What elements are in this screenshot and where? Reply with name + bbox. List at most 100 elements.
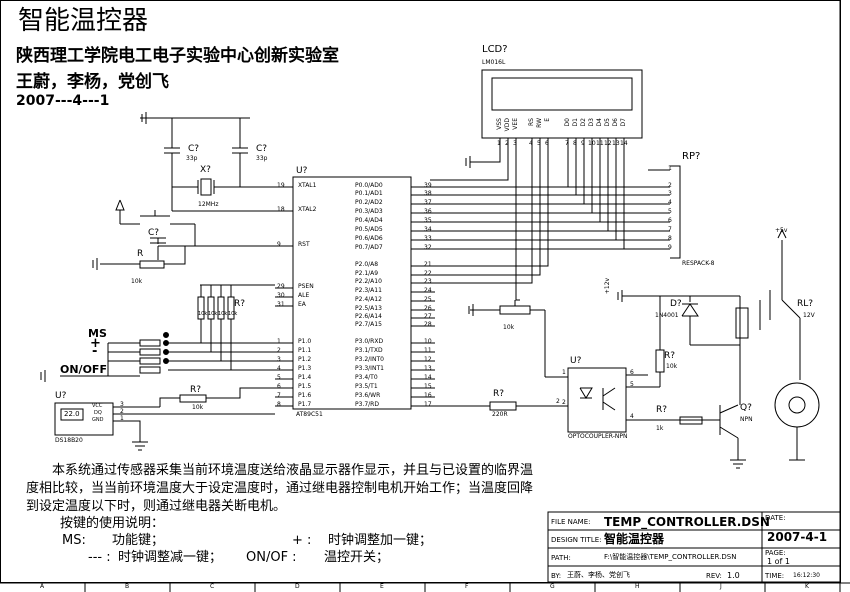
mcu-pin-name: P2.7/A15 xyxy=(355,321,382,328)
rr-value: 10k xyxy=(208,311,218,317)
cap2-value: 33p xyxy=(256,155,268,162)
mcu-pin-num: 35 xyxy=(424,217,432,224)
tb-path: F:\智能温控器\TEMP_CONTROLLER.DSN xyxy=(604,553,737,561)
mcu-pin-name: P2.5/A13 xyxy=(355,305,382,312)
contrast-potentiometer xyxy=(468,300,546,377)
lcd-pin-num: 2 xyxy=(505,140,509,147)
opto-pin-num: 2 xyxy=(562,399,566,406)
tb-rev: 1.0 xyxy=(727,571,740,580)
mcu-pin-num: 26 xyxy=(424,305,432,312)
mcu-pin-name: P1.7 xyxy=(298,401,312,408)
r-bias-value: 10k xyxy=(666,363,678,370)
mcu-pin-name: P3.5/T1 xyxy=(355,383,378,390)
tb-page: 1 of 1 xyxy=(767,557,790,566)
tb-by-label: BY: xyxy=(551,572,562,580)
mcu-pin-name: P0.2/AD2 xyxy=(355,199,383,206)
push-buttons xyxy=(40,339,275,382)
mcu-pin-name: P1.1 xyxy=(298,347,312,354)
rp-pin-num: 3 xyxy=(668,190,672,197)
rp-pin-num: 2 xyxy=(668,182,672,189)
mcu-pin-num: 30 xyxy=(277,292,285,299)
column-letter: G xyxy=(550,583,555,590)
description-line-1: 本系统通过传感器采集当前环境温度送给液晶显示器作显示，并且与已设置的临界温 xyxy=(52,463,534,478)
xtal-value: 12MHz xyxy=(198,201,219,208)
lcd-pin-d6: D6 xyxy=(612,118,619,127)
lcd-pin-num: 3 xyxy=(513,140,517,147)
r-opto-ref: R? xyxy=(493,389,505,399)
column-ticks xyxy=(84,583,766,592)
rp-pin-num: 5 xyxy=(668,208,672,215)
tb-filename-label: FILE NAME: xyxy=(551,518,591,526)
mcu-pin-name: XTAL1 xyxy=(298,182,317,189)
oscillator-circuit xyxy=(140,112,275,212)
mcu-pin-name: ALE xyxy=(298,292,310,299)
lcd-pin-vss: VSS xyxy=(496,118,503,130)
reset-circuit xyxy=(92,199,275,270)
button-label-ms: MS xyxy=(88,327,107,340)
lcd-pin-num: 9 xyxy=(581,140,585,147)
mcu-pin-name: P1.3 xyxy=(298,365,312,372)
mcu-pin-num: 28 xyxy=(424,321,432,328)
rp-pin-num: 1 xyxy=(668,165,672,172)
opto-ref: U? xyxy=(570,356,582,366)
resistor-pack xyxy=(648,165,681,259)
opto-drive xyxy=(435,376,568,411)
mcu-pin-num: 7 xyxy=(277,392,281,399)
cap2-ref: C? xyxy=(256,144,268,154)
lcd-pin-num: 11 xyxy=(596,140,604,147)
mcu-pin-name: RST xyxy=(298,241,310,248)
mcu-pin-name: P3.7/RD xyxy=(355,401,379,408)
opto-value: OPTOCOUPLER-NPN xyxy=(568,433,628,440)
sensor-pin-name: DQ xyxy=(94,410,102,416)
rl-value: 12V xyxy=(803,312,815,319)
supply-5v: +5v xyxy=(775,227,788,234)
lcd-pin-lines xyxy=(499,138,625,150)
rp-pin-num: 4 xyxy=(668,199,672,206)
sensor-reading: 22.0 xyxy=(64,410,80,418)
mcu-pin-name: P2.1/A9 xyxy=(355,270,379,277)
mcu-pin-name: P3.1/TXD xyxy=(355,347,383,354)
mcu-pin-num: 17 xyxy=(424,401,432,408)
relay-driver xyxy=(617,290,749,469)
tb-rev-label: REV: xyxy=(706,572,722,580)
mcu-body xyxy=(292,176,412,410)
mcu-pin-num: 34 xyxy=(424,226,432,233)
rr-ref: R? xyxy=(234,299,246,309)
lcd-pin-vee: VEE xyxy=(512,118,519,130)
lcd-pin-num: 5 xyxy=(537,140,541,147)
lcd-value: LM016L xyxy=(482,59,506,66)
mcu-pin-name: P0.6/AD6 xyxy=(355,235,383,242)
mcu-pin-num: 22 xyxy=(424,270,432,277)
mcu-pin-name: P3.0/RXD xyxy=(355,338,384,345)
mcu-pin-name: P1.2 xyxy=(298,356,312,363)
r-base-ref: R? xyxy=(656,405,668,415)
column-letter: A xyxy=(40,583,45,590)
rr-values: 10k 10k 10k 10k xyxy=(198,312,248,320)
column-letter: B xyxy=(125,583,130,590)
mcu-value: AT89C51 xyxy=(296,411,323,418)
key-onoff: ON/OF : xyxy=(246,550,297,565)
lcd-pin-e: E xyxy=(544,118,551,122)
mcu-ref: U? xyxy=(296,166,308,176)
r-opto-value: 220R xyxy=(492,411,508,418)
lcd-pin-rs: RS xyxy=(528,118,535,126)
title-block xyxy=(547,511,841,583)
sensor-pin-num: 2 xyxy=(120,408,124,415)
button-label-onoff: ON/OFF xyxy=(60,363,107,376)
tb-filename: TEMP_CONTROLLER.DSN xyxy=(604,515,770,529)
lcd-pin-d3: D3 xyxy=(588,118,595,127)
author-names: 王蔚，李杨，党创飞 xyxy=(16,72,169,92)
button-label-minus: - xyxy=(92,344,98,359)
lcd-pin-vdd: VDD xyxy=(504,118,511,132)
opto-pin-num: 1 xyxy=(562,369,566,376)
lab-name: 陕西理工学院电工电子实验中心创新实验室 xyxy=(16,46,339,66)
button-label-plus: + xyxy=(90,336,101,351)
wire-pin-label: 2 xyxy=(556,398,560,405)
tb-design-title: 智能温控器 xyxy=(604,532,665,546)
mcu-pin-name: P3.2/INT0 xyxy=(355,356,384,363)
relay-contacts xyxy=(759,228,820,461)
rr-value: 10k xyxy=(228,311,238,317)
q-ref: Q? xyxy=(740,403,752,413)
